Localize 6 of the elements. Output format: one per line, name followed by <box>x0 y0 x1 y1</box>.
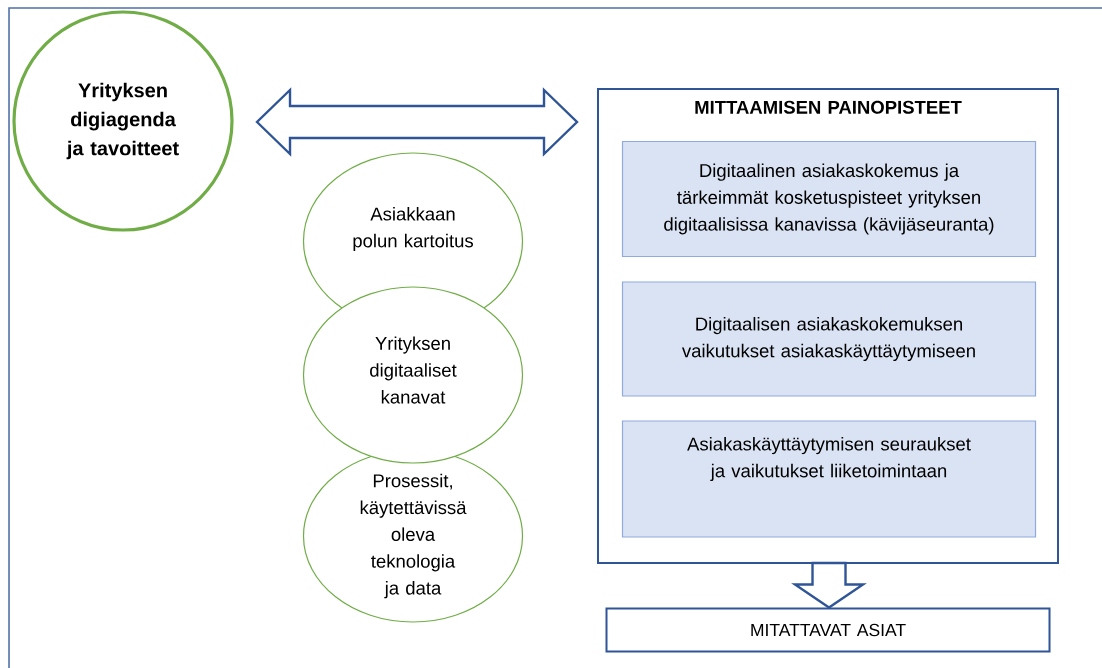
result-box: MITATTAVAT ASIAT <box>605 607 1051 653</box>
block-arrow <box>791 561 867 609</box>
focus-box: Digitaalinen asiakaskokemus ja tärkeimmät kosketuspisteet yrityksen digitaalisissa kanavissa (kävijäseuranta) <box>621 140 1037 258</box>
focus-box: Asiakaskäyttäytymisen seuraukset ja vaikutukset liiketoimintaan <box>621 420 1037 538</box>
focus-box: Digitaalisen asiakaskokemuksen vaikutukset asiakaskäyttäytymiseen <box>621 281 1037 397</box>
block-arrow <box>255 87 579 157</box>
